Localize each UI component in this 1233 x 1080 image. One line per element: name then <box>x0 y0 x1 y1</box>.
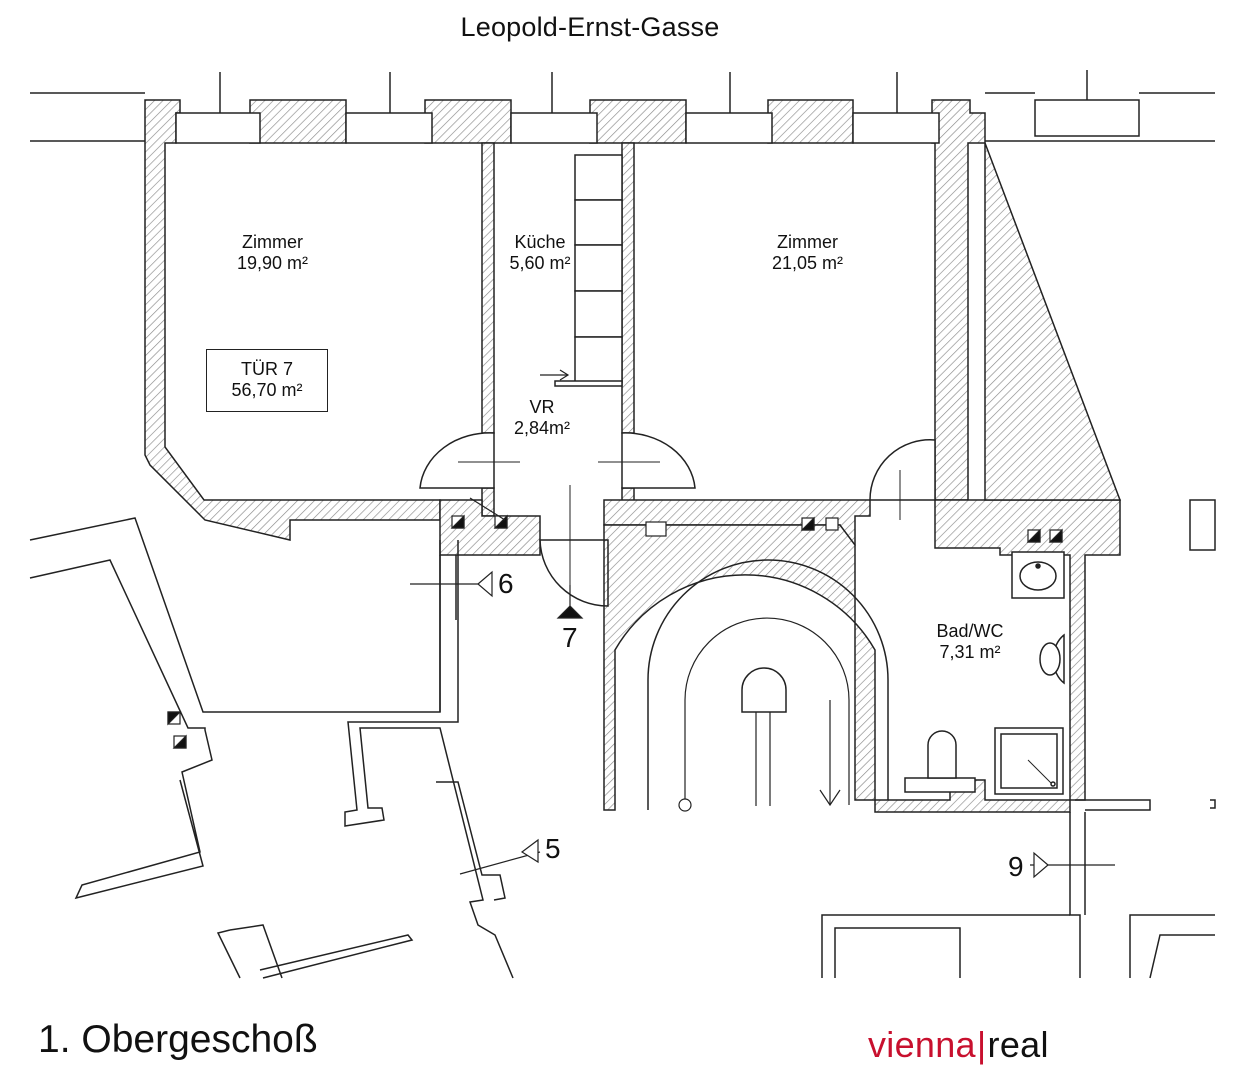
room-label-vr: VR 2,84m² <box>492 397 592 439</box>
room-area: 19,90 m² <box>236 253 309 273</box>
room-name: Zimmer <box>777 232 838 252</box>
room-label-bad-wc: Bad/WC 7,31 m² <box>915 621 1025 663</box>
room-name: Bad/WC <box>936 621 1004 641</box>
partition-walls <box>439 142 1122 801</box>
facade-outline <box>30 70 1215 142</box>
floor-label: 1. Obergeschoß <box>38 1018 318 1061</box>
doors <box>419 432 936 607</box>
brand-part-1: vienna <box>868 1024 976 1065</box>
room-name: VR <box>529 397 555 417</box>
kitchen-counter <box>554 154 623 387</box>
section-markers <box>410 570 1115 879</box>
unit-name: TÜR 7 <box>240 359 293 379</box>
brand-separator: | <box>976 1024 987 1065</box>
exterior-walls <box>144 99 986 541</box>
neighbour-outlines <box>29 499 1216 979</box>
room-area: 21,05 m² <box>771 253 844 273</box>
street-name: Leopold-Ernst-Gasse <box>460 12 720 42</box>
section-marker-6-label: 6 <box>498 568 514 599</box>
section-marker-9-label: 9 <box>1008 851 1024 882</box>
room-area: 7,31 m² <box>939 642 1001 662</box>
arrow-markings <box>540 369 570 381</box>
brand-logo: vienna|real <box>868 1024 1049 1066</box>
room-area: 2,84m² <box>513 418 571 438</box>
unit-label-box: TÜR 7 56,70 m² <box>206 349 328 412</box>
room-area: 5,60 m² <box>509 253 571 273</box>
stair-vault <box>603 524 1071 813</box>
section-marker-7-label: 7 <box>562 622 578 653</box>
room-name: Zimmer <box>242 232 303 252</box>
unit-area: 56,70 m² <box>231 380 303 400</box>
room-label-zimmer-left: Zimmer 19,90 m² <box>210 232 335 274</box>
windows <box>175 99 1140 144</box>
room-name: Küche <box>514 232 566 252</box>
brand-part-2: real <box>987 1024 1049 1065</box>
room-label-kueche: Küche 5,60 m² <box>490 232 590 274</box>
room-label-zimmer-right: Zimmer 21,05 m² <box>745 232 870 274</box>
shaft-symbols <box>167 497 1063 749</box>
bathroom-fixtures <box>904 551 1065 795</box>
section-marker-5-label: 5 <box>545 833 561 864</box>
